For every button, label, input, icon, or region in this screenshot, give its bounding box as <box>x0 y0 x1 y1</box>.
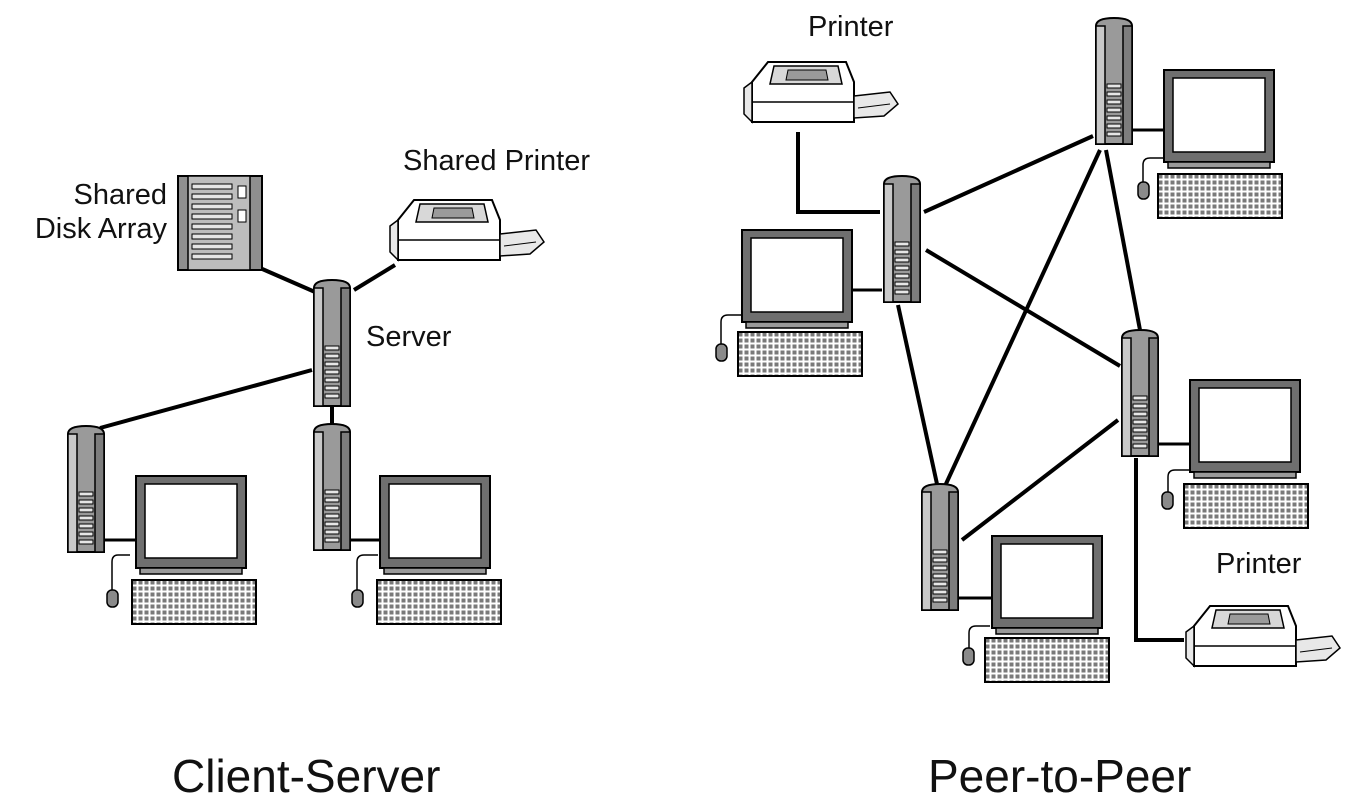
link-printer-top-peer1 <box>796 132 880 214</box>
peer-to-peer-title: Peer-to-Peer <box>928 750 1192 802</box>
link-peer1-peer2 <box>923 134 1094 214</box>
link-server-client1 <box>99 368 313 430</box>
shared-disk-array-label: Shared Disk Array <box>0 178 167 246</box>
peer-workstation-icon <box>1095 17 1283 219</box>
printer-icon <box>743 61 899 123</box>
client-workstation-icon <box>313 423 502 625</box>
shared-printer-label: Shared Printer <box>403 145 590 177</box>
link-disk-server <box>259 266 316 294</box>
printer-icon <box>1185 605 1341 667</box>
printer-label-top: Printer <box>808 11 894 43</box>
link-peer1-peer3 <box>924 248 1122 368</box>
printer-label-bottom: Printer <box>1216 548 1302 580</box>
link-peer1-peer4 <box>896 304 939 485</box>
peer-workstation-icon <box>715 175 921 377</box>
link-peer3-printer-bottom <box>1134 458 1184 642</box>
shared-disk-array-label-line1: Shared <box>73 179 167 211</box>
peer-workstation-icon <box>1121 329 1309 529</box>
server-tower-icon <box>313 279 351 407</box>
disk-array-icon <box>177 175 263 271</box>
shared-disk-array-label-line2: Disk Array <box>34 213 167 245</box>
link-printer-server <box>352 263 397 292</box>
link-peer2-peer4 <box>943 149 1102 487</box>
client-workstation-icon <box>67 425 257 625</box>
link-peer3-peer4 <box>960 418 1120 542</box>
peer-to-peer-links <box>796 132 1184 642</box>
link-peer2-peer3 <box>1104 149 1142 331</box>
peer-workstation-icon <box>921 483 1110 683</box>
client-server-title: Client-Server <box>172 750 441 802</box>
printer-icon <box>389 199 545 261</box>
server-label: Server <box>366 321 452 353</box>
